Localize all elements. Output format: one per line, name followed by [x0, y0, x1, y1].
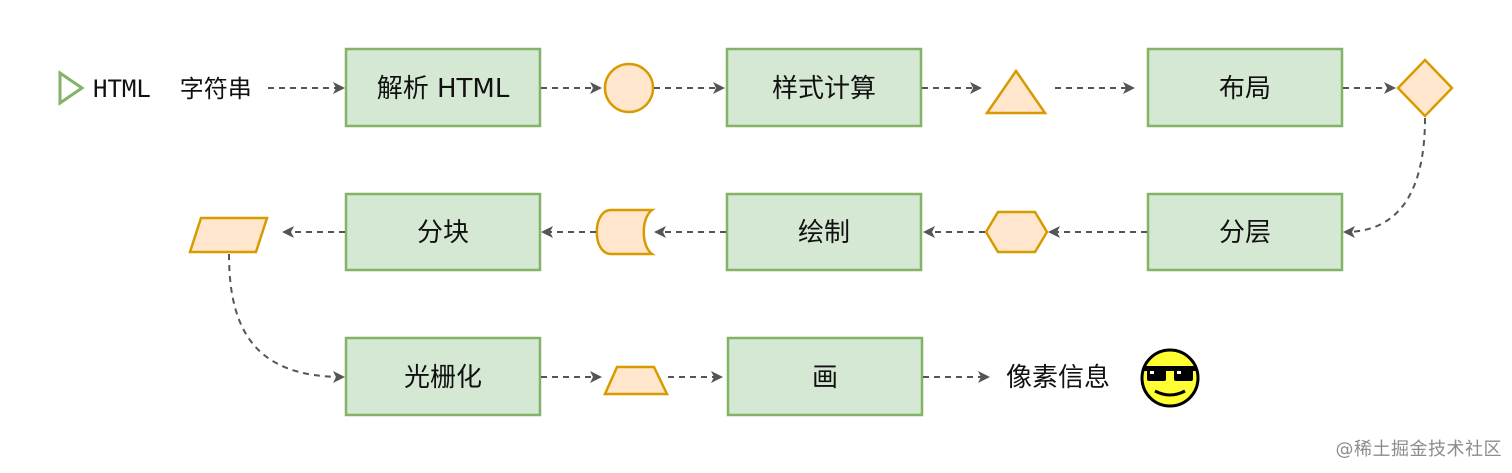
step-paint-label: 绘制 [798, 218, 850, 248]
step-layout-label: 布局 [1219, 74, 1271, 104]
step-parse-html [344, 47, 542, 128]
step-draw-label: 画 [812, 363, 838, 393]
paint-list-stored-data-shape [595, 208, 656, 256]
sunglasses-smiley-icon [1140, 348, 1200, 408]
step-draw [726, 336, 924, 417]
bitmap-trapezoid-shape [603, 365, 669, 396]
end-label: 像素信息 [1006, 363, 1110, 393]
step-style-calc-label: 样式计算 [772, 74, 876, 104]
arrow-diamond-to-layer [1343, 117, 1426, 238]
dom-circle-shape [603, 62, 655, 114]
step-parse-html-label: 解析 HTML [377, 74, 510, 104]
start-play-icon [58, 70, 85, 106]
start-label: HTML 字符串 [93, 75, 252, 103]
layout-tree-diamond-shape [1396, 58, 1454, 118]
step-tiling-label: 分块 [417, 218, 469, 248]
stylesheet-triangle-shape [984, 68, 1048, 115]
step-layer [1146, 192, 1344, 272]
watermark: @稀土掘金技术社区 [1335, 439, 1502, 460]
step-layout [1146, 47, 1344, 128]
step-raster-label: 光栅化 [404, 363, 482, 393]
tiles-parallelogram-shape [188, 216, 269, 254]
step-raster [344, 336, 542, 417]
layer-tree-hexagon-shape [984, 210, 1049, 254]
arrow-parallelogram-to-raster [228, 253, 345, 383]
step-style-calc [725, 47, 923, 128]
step-paint [725, 192, 923, 272]
step-layer-label: 分层 [1219, 218, 1271, 248]
step-tiling [344, 192, 542, 272]
